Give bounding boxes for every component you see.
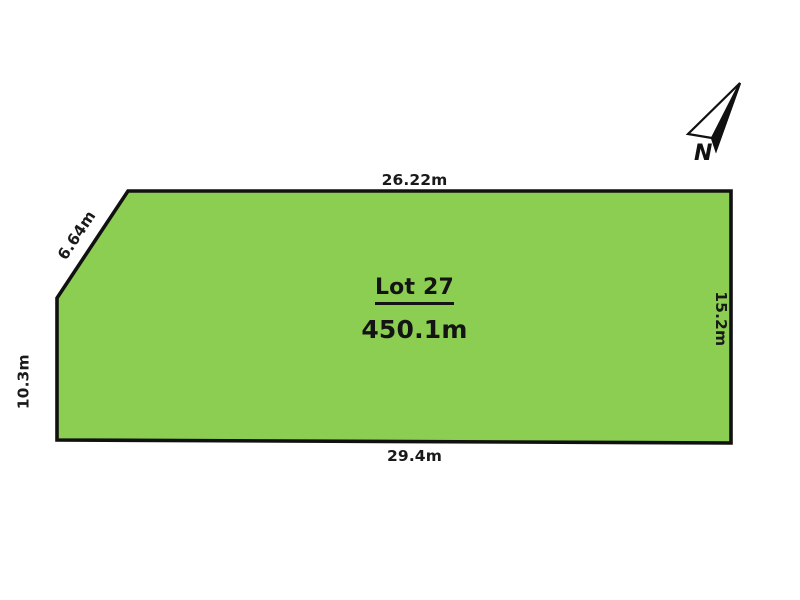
dimension-label-left: 10.3m bbox=[14, 354, 33, 410]
lot-area-wrap: 450.1m bbox=[0, 317, 800, 342]
lot-center-block: Lot 27 450.1m bbox=[0, 276, 800, 342]
north-arrow-icon: N bbox=[676, 72, 760, 168]
dimension-label-top: 26.22m bbox=[381, 171, 448, 189]
north-arrow-letter: N bbox=[694, 141, 712, 166]
lot-title: Lot 27 bbox=[374, 276, 455, 306]
north-arrow-dark-wing bbox=[710, 82, 742, 154]
north-arrow-graphic: N bbox=[685, 82, 742, 166]
dimension-label-bottom: 29.4m bbox=[387, 447, 442, 465]
lot-parcel-polygon[interactable] bbox=[55, 189, 733, 445]
lot-area-label: 450.1m bbox=[361, 315, 468, 345]
